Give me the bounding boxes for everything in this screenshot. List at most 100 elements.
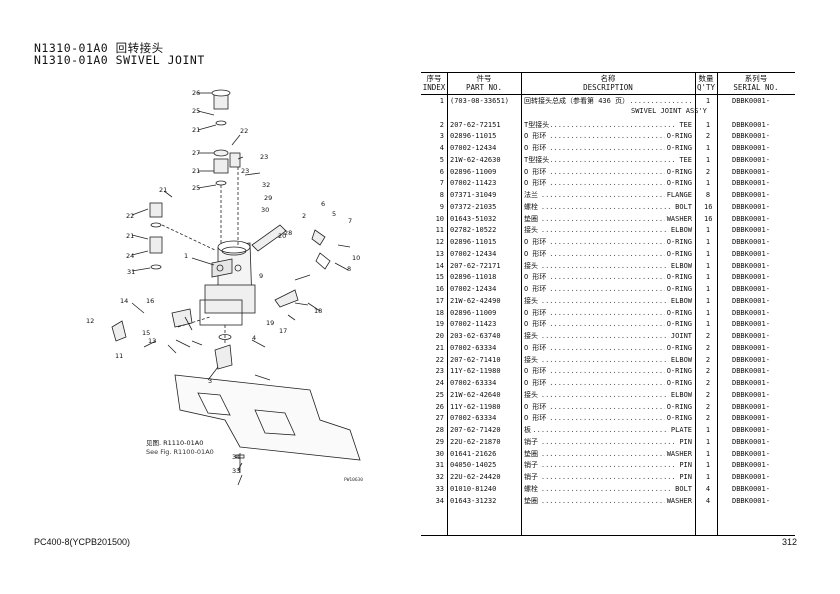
row-serial: DBBK0001- (732, 202, 770, 211)
row-description: ........................................… (524, 260, 692, 273)
row-qty: 1 (705, 285, 711, 293)
callout-label: 28 (284, 229, 292, 237)
row-qty: 2 (705, 355, 711, 364)
row-description: ........................................… (524, 413, 692, 425)
row-qty: 1 (705, 261, 711, 270)
callout-label: 23 (260, 153, 268, 161)
row-part-no: 01643-51032 (450, 214, 497, 223)
callout-label: 3 (208, 377, 212, 385)
row-serial: DBBK0001- (732, 226, 770, 235)
row-desc-cn: 螺栓 (524, 202, 540, 211)
row-desc-en: WASHER (664, 495, 692, 508)
row-description: ........................................… (524, 131, 692, 143)
row-desc-en: JOINT (668, 331, 692, 343)
row-index: 3 (439, 132, 444, 141)
col-header-cn: 件号 (476, 74, 492, 83)
row-serial: DBBK0001- (732, 496, 770, 505)
callout-label: 9 (259, 272, 263, 280)
row-part-no: 11Y-62-11980 (450, 402, 501, 411)
callout-label: 22 (240, 127, 248, 135)
row-part-no: 207-62-72151 (450, 120, 501, 129)
row-part-no: 01643-31232 (450, 496, 497, 505)
row-desc-en: O-RING (664, 307, 692, 320)
row-desc-en: PIN (677, 472, 692, 484)
row-serial: DBBK0001- (732, 296, 770, 305)
row-description: ........................................… (524, 319, 692, 331)
row-serial: DBBK0001- (732, 484, 770, 493)
row-serial: DBBK0001- (732, 214, 770, 223)
row-index: 11 (435, 226, 444, 235)
row-serial: DBBK0001- (732, 379, 770, 387)
row-desc-en: PIN (677, 460, 692, 472)
col-header-en: PART NO. (465, 83, 503, 92)
row-description: ........................................… (524, 248, 692, 261)
row-index: 19 (435, 320, 444, 329)
col-rule (695, 72, 696, 536)
row-index: 5 (439, 155, 444, 164)
row-desc-cn: O 形环 (524, 308, 549, 317)
callout-label: 22 (126, 212, 134, 220)
row-index: 23 (435, 367, 444, 376)
row-desc-cn: O 形环 (524, 414, 549, 423)
callout-label: 27 (192, 149, 200, 157)
row-part-no: 04050-14025 (450, 461, 497, 470)
row-desc-en: FLANGE (664, 190, 692, 202)
row-description: ........................................… (524, 495, 692, 508)
col-header-qty: 数量 Q'TY (695, 74, 717, 92)
row-index: 22 (435, 355, 444, 364)
row-qty: 2 (705, 390, 711, 399)
callout-label: 14 (120, 297, 128, 305)
row-desc-cn: O 形环 (524, 379, 549, 387)
row-desc-en: O-RING (664, 248, 692, 261)
row-description: ........................................… (524, 119, 692, 132)
row-part-no: 07371-31049 (450, 191, 497, 199)
row-desc-cn: O 形环 (524, 144, 549, 152)
row-description: ........................................… (524, 448, 692, 461)
row-part-no: 07002-63334 (450, 379, 497, 387)
row-index: 27 (435, 414, 444, 423)
row-serial: DBBK0001- (732, 144, 770, 152)
row-desc-cn: O 形环 (524, 132, 549, 141)
row-part-no: 07002-12434 (450, 144, 497, 152)
callout-label: 24 (126, 252, 134, 260)
row-desc-cn: O 形环 (524, 402, 549, 411)
row-index: 34 (435, 496, 444, 505)
row-desc-en: O-RING (664, 284, 692, 296)
row-serial: DBBK0001- (732, 120, 770, 129)
row-desc-en: ELBOW (668, 225, 692, 237)
row-serial: DBBK0001- (732, 261, 770, 270)
row-part-no: 02782-10522 (450, 226, 497, 235)
row-desc-en: O-RING (664, 272, 692, 284)
row-description: ........................................… (524, 307, 692, 320)
row-serial: DBBK0001- (732, 132, 770, 141)
row-part-no: 07002-63334 (450, 343, 497, 352)
row-index: 8 (439, 191, 444, 199)
row-description: ........................................… (524, 354, 692, 367)
frame-plate (174, 374, 361, 461)
row-index: 7 (439, 179, 444, 188)
callout-label: 21 (192, 126, 200, 134)
callout-label: 21 (192, 167, 200, 175)
row-desc-en: O-RING (664, 342, 692, 355)
row-qty: 1 (705, 426, 711, 434)
row-desc-cn: 法兰 (524, 191, 540, 199)
row-part-no: 22U-62-24420 (450, 473, 501, 481)
row-part-no: 07002-11423 (450, 179, 497, 188)
col-header-cn: 名称 (600, 74, 616, 83)
row-desc-cn: 螺栓 (524, 484, 540, 493)
row-serial: DBBK0001- (732, 238, 770, 246)
row-desc-en: O-RING (664, 366, 692, 378)
